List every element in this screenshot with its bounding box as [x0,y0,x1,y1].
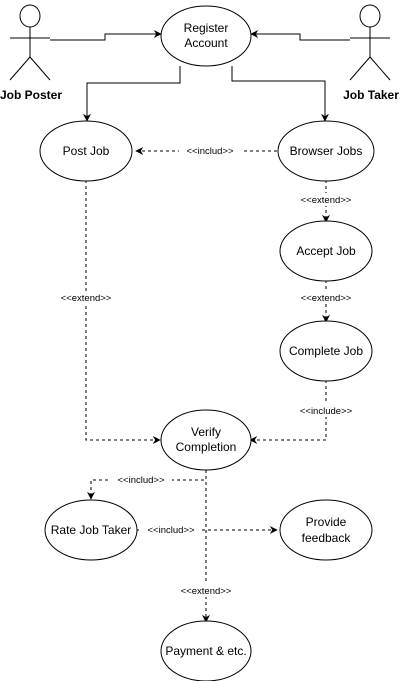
label-include-verify-rate: <<includ>> [117,475,164,486]
use-case-complete-job: Complete Job [279,320,373,382]
use-case-label-complete-job: Complete Job [289,344,363,358]
use-case-provide-feedback: Provide feedback [279,499,373,561]
label-extend-post-verify: <<extend>> [61,293,112,304]
use-case-label-rate-job-taker: Rate Job Taker [51,523,132,537]
use-case-payment: Payment & etc. [160,620,252,681]
use-case-verify-completion: Verify Completion [160,409,252,471]
assoc-register-post [83,66,181,122]
use-case-label-accept-job: Accept Job [296,244,356,258]
actor-job-poster: Job Poster [0,4,62,102]
use-case-label-verify-line2: Completion [176,440,237,454]
use-case-browser-jobs: Browser Jobs [277,120,375,182]
label-extend-browse-accept: <<extend>> [301,195,352,206]
label-include-rate-feedback: <<includ>> [147,525,194,536]
label-include-complete-verify: <<include>> [300,406,353,417]
relationship-labels: <<includ>> <<extend>> <<extend>> <<exten… [55,144,359,597]
actor-label-job-poster: Job Poster [0,88,62,102]
use-case-label-register-line1: Register [184,21,229,35]
label-extend-accept-complete: <<extend>> [301,293,352,304]
use-case-accept-job: Accept Job [279,220,373,282]
use-case-label-browser-jobs: Browser Jobs [290,144,363,158]
use-case-rate-job-taker: Rate Job Taker [44,499,138,561]
rel-complete-verify [249,380,327,444]
use-case-label-feedback-line2: feedback [302,531,352,545]
use-case-label-register-line2: Account [184,36,228,50]
rel-post-verify [85,180,161,444]
use-case-label-payment: Payment & etc. [165,644,246,658]
use-case-register-account: Register Account [160,5,252,67]
label-extend-verify-payment: <<extend>> [181,586,232,597]
association-lines [50,30,350,122]
assoc-taker-register [250,30,350,41]
assoc-poster-register [50,30,162,41]
use-case-label-post-job: Post Job [63,144,110,158]
use-case-post-job: Post Job [39,120,133,182]
use-case-label-feedback-line1: Provide [306,515,347,529]
actor-label-job-taker: Job Taker [343,88,399,102]
use-case-label-verify-line1: Verify [191,425,221,439]
assoc-register-browse [231,66,329,122]
label-include-browse-post: <<includ>> [186,146,233,157]
actor-job-taker: Job Taker [343,4,399,102]
